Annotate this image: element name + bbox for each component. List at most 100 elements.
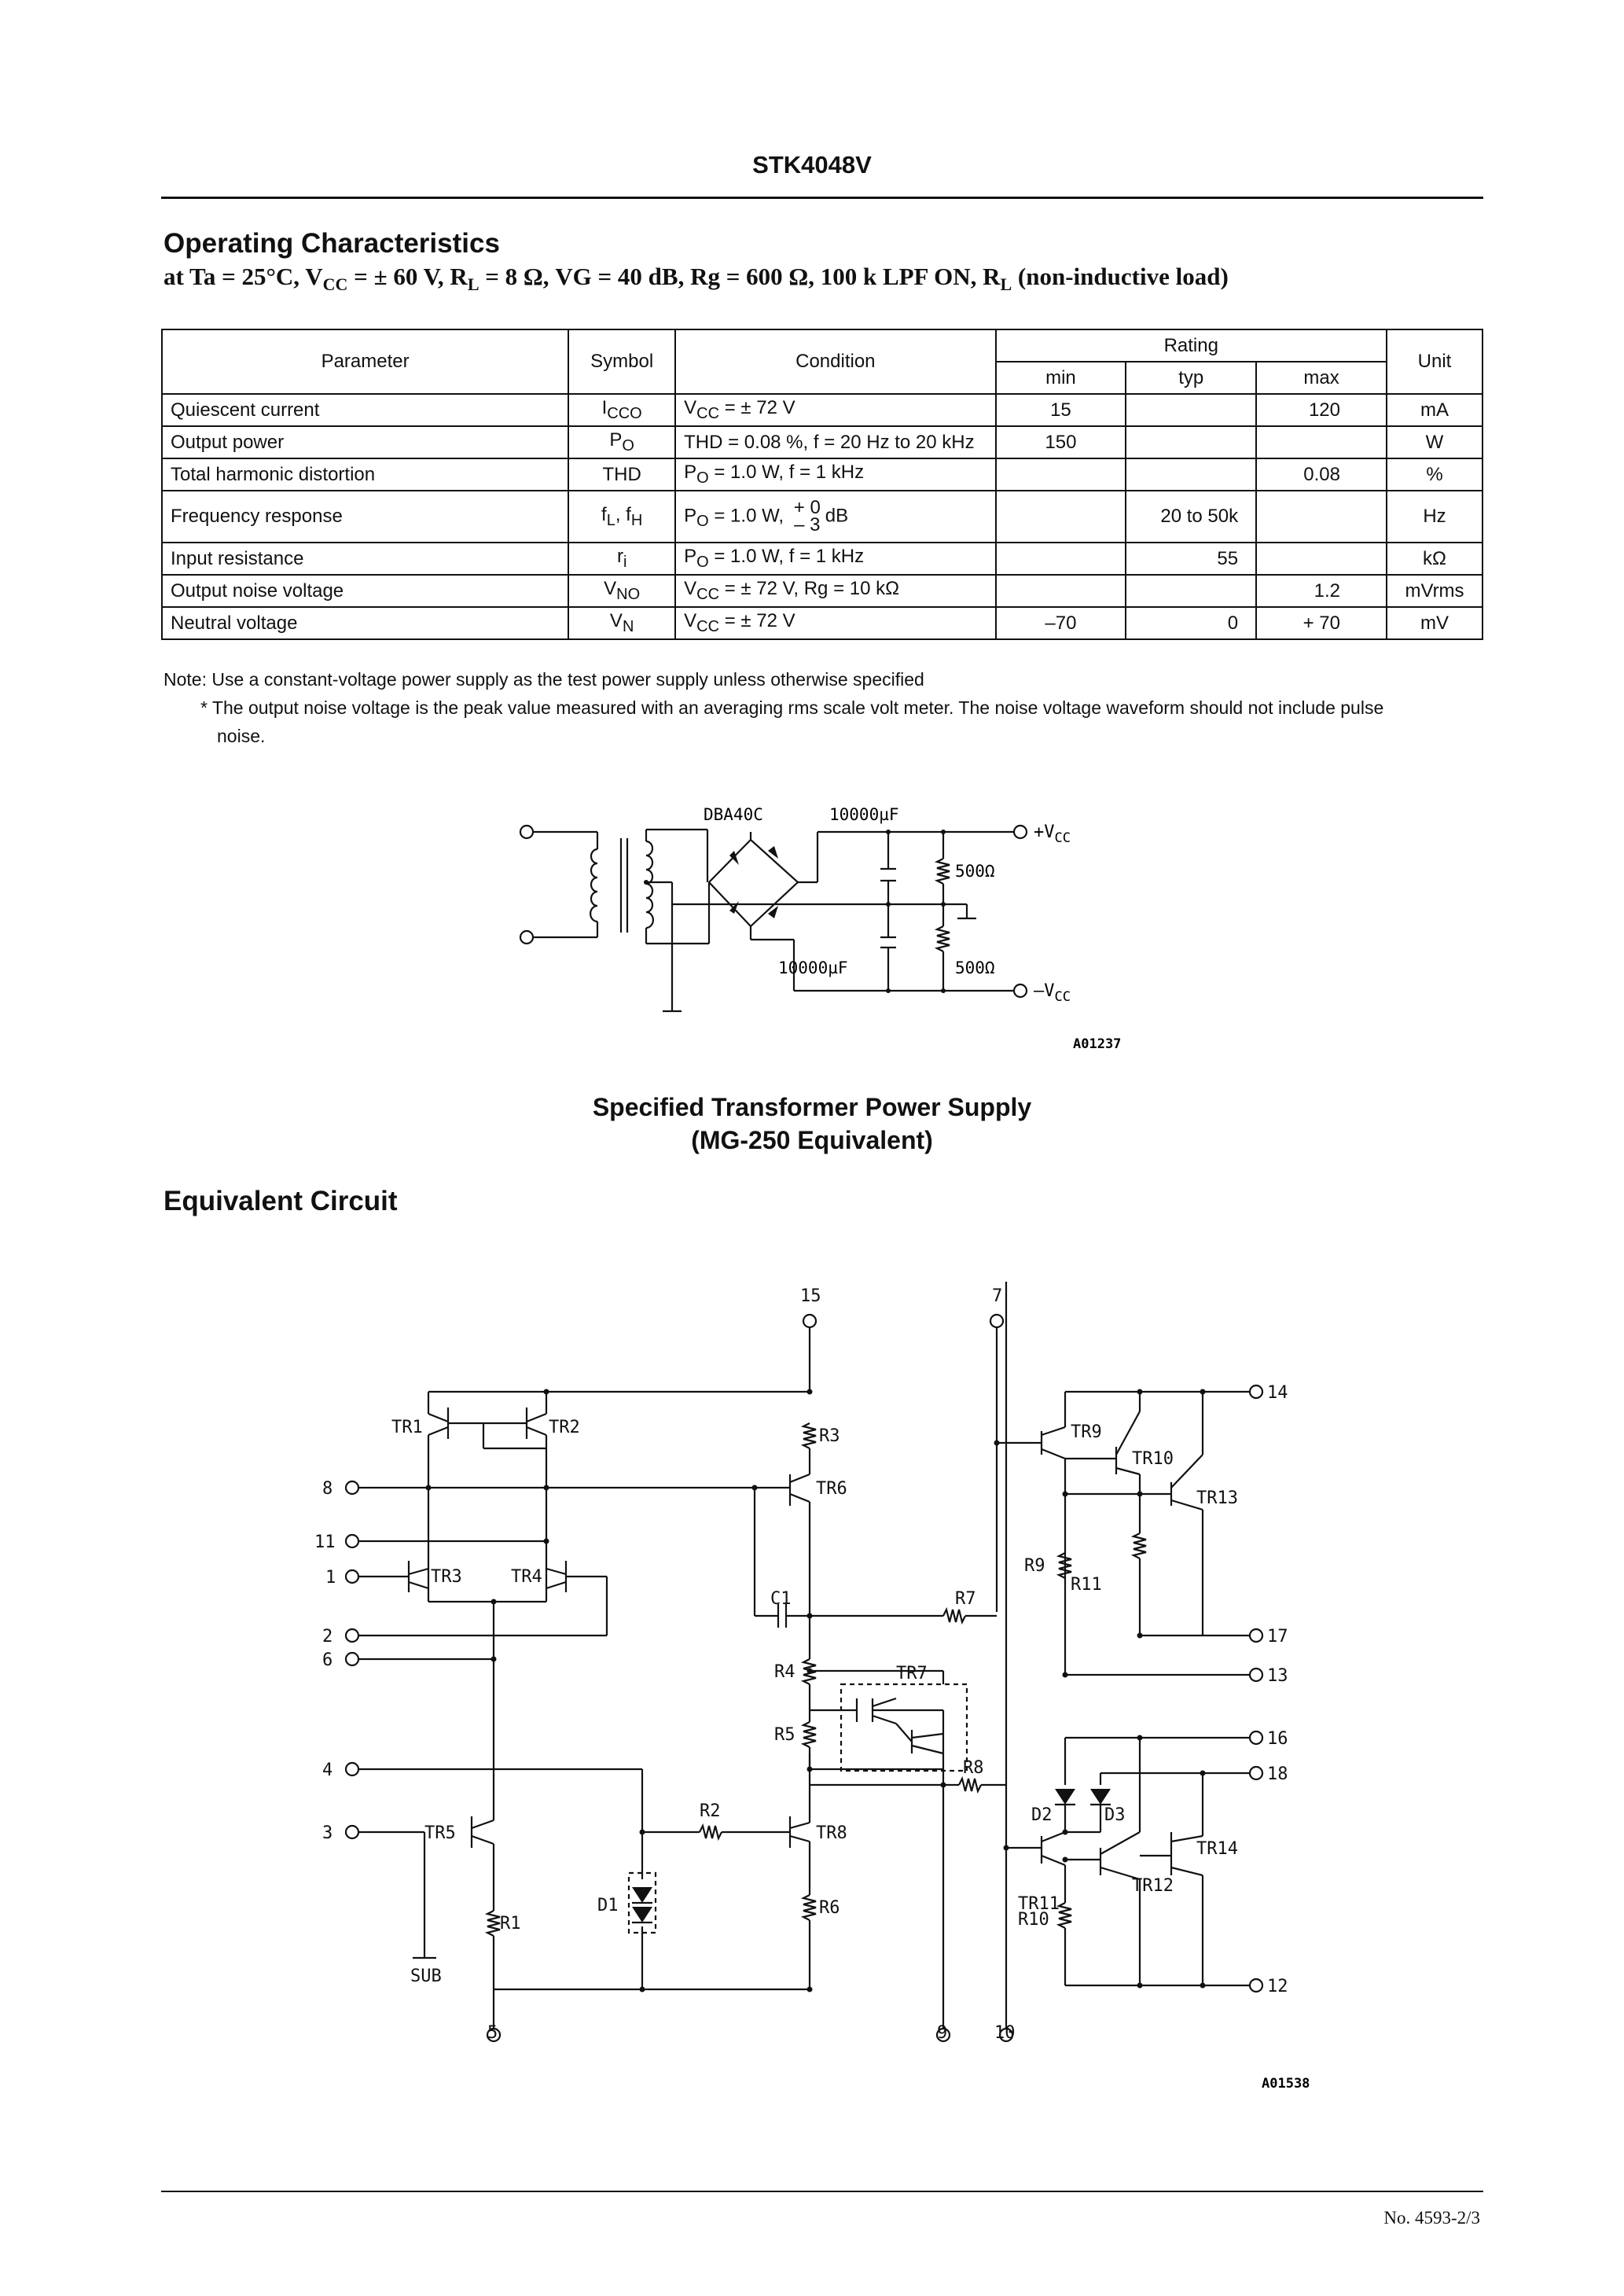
- label-tr3: TR3: [431, 1567, 462, 1587]
- pin-16: 16: [1267, 1729, 1288, 1749]
- pin-7: 7: [992, 1286, 1002, 1306]
- cell-unit: %: [1386, 458, 1483, 491]
- pin-11: 11: [314, 1533, 336, 1552]
- label-tr2: TR2: [549, 1418, 580, 1437]
- label-bridge: DBA40C: [704, 805, 763, 824]
- label-tr4: TR4: [511, 1567, 542, 1587]
- label-r5: R5: [774, 1725, 795, 1745]
- label-cap-top: 10000µF: [829, 805, 899, 824]
- power-supply-caption-2: (MG-250 Equivalent): [691, 1126, 933, 1154]
- pin-12: 12: [1267, 1977, 1288, 1996]
- table-row: Output noise voltage VNO VCC = ± 72 V, R…: [160, 574, 1483, 608]
- note-line-3: noise.: [217, 726, 266, 746]
- cell-max: [1255, 425, 1387, 459]
- cell-unit: mVrms: [1386, 574, 1483, 608]
- label-tr13: TR13: [1196, 1488, 1238, 1508]
- cell-parameter: Neutral voltage: [160, 606, 570, 640]
- cell-parameter: Frequency response: [160, 490, 570, 543]
- cell-unit: mV: [1386, 606, 1483, 640]
- label-tr14: TR14: [1196, 1839, 1238, 1859]
- label-tr10: TR10: [1132, 1449, 1174, 1469]
- power-supply-schematic: DBA40C 10000µF 500Ω 10000µF 500Ω +VCC –V…: [519, 805, 1121, 1052]
- cell-symbol: ICCO: [568, 393, 677, 427]
- label-res-bottom: 500Ω: [955, 959, 995, 977]
- label-d3: D3: [1104, 1805, 1126, 1825]
- cell-condition: VCC = ± 72 V, Rg = 10 kΩ: [674, 574, 997, 608]
- circuit-code: A01538: [1262, 2076, 1310, 2092]
- pin-10: 10: [994, 2023, 1016, 2043]
- col-symbol: Symbol: [568, 329, 677, 395]
- equivalent-circuit: 15 7 14 8 11 1 2 6 4 3 17 13 16 18 12 5 …: [314, 1282, 1310, 2092]
- label-r8: R8: [963, 1758, 984, 1778]
- label-res-top: 500Ω: [955, 862, 995, 881]
- label-r9: R9: [1024, 1556, 1045, 1576]
- operating-title: Operating Characteristics: [164, 228, 500, 259]
- col-unit: Unit: [1386, 329, 1483, 395]
- table-row: Neutral voltage VN VCC = ± 72 V –70 0 + …: [160, 606, 1483, 640]
- label-vcc-neg: –VCC: [1034, 981, 1071, 1005]
- schematic-code: A01237: [1073, 1036, 1121, 1052]
- table-subheader-row: min typ max: [162, 361, 1483, 395]
- cell-typ: [1125, 393, 1258, 427]
- cell-condition: THD = 0.08 %, f = 20 Hz to 20 kHz: [674, 425, 997, 459]
- cell-unit: kΩ: [1386, 542, 1483, 576]
- pin-4: 4: [322, 1761, 333, 1780]
- header-rule: [161, 197, 1483, 199]
- label-tr11: TR11: [1018, 1894, 1060, 1914]
- cell-max: 1.2: [1255, 574, 1387, 608]
- label-r3: R3: [819, 1426, 840, 1446]
- cell-max: [1255, 490, 1387, 543]
- cell-typ: 0: [1125, 606, 1258, 640]
- cell-max: 120: [1255, 393, 1387, 427]
- label-tr7: TR7: [896, 1664, 928, 1683]
- pin-8: 8: [322, 1479, 333, 1499]
- cell-symbol: VN: [568, 606, 677, 640]
- col-typ: typ: [1125, 361, 1258, 395]
- cell-typ: [1125, 425, 1258, 459]
- col-condition: Condition: [674, 329, 997, 395]
- cell-unit: mA: [1386, 393, 1483, 427]
- cell-parameter: Input resistance: [160, 542, 570, 576]
- cell-min: [994, 490, 1127, 543]
- cell-typ: [1125, 458, 1258, 491]
- pin-14: 14: [1267, 1383, 1288, 1403]
- cell-max: [1255, 542, 1387, 576]
- pin-6: 6: [322, 1650, 333, 1670]
- table-header-row: Parameter Symbol Condition Rating Unit: [160, 329, 1483, 395]
- label-r4: R4: [774, 1662, 795, 1682]
- note-line-1: Note: Use a constant-voltage power suppl…: [164, 669, 924, 690]
- col-max: max: [1255, 361, 1387, 395]
- cell-symbol: fL, fH: [568, 490, 677, 543]
- label-r11: R11: [1071, 1575, 1102, 1595]
- label-r1: R1: [500, 1914, 521, 1934]
- pin-5: 5: [487, 2023, 498, 2043]
- cell-parameter: Output power: [160, 425, 570, 459]
- cell-condition: VCC = ± 72 V: [674, 393, 997, 427]
- label-d2: D2: [1031, 1805, 1053, 1825]
- power-supply-caption-1: Specified Transformer Power Supply: [592, 1093, 1032, 1121]
- footer-rule: [161, 2191, 1483, 2192]
- equivalent-title: Equivalent Circuit: [164, 1186, 398, 1216]
- label-vcc-pos: +VCC: [1034, 822, 1071, 846]
- pin-2: 2: [322, 1627, 333, 1647]
- cell-unit: W: [1386, 425, 1483, 459]
- characteristics-table: Parameter Symbol Condition Rating Unit m…: [160, 329, 1483, 640]
- tolerance: + 0– 3: [793, 497, 821, 535]
- table-row: Quiescent current ICCO VCC = ± 72 V 15 1…: [160, 393, 1483, 427]
- cell-condition: VCC = ± 72 V: [674, 606, 997, 640]
- label-tr12: TR12: [1132, 1876, 1174, 1896]
- cell-condition: PO = 1.0 W, f = 1 kHz: [674, 458, 997, 491]
- cell-min: 15: [994, 393, 1127, 427]
- table-row: Total harmonic distortion THD PO = 1.0 W…: [160, 458, 1483, 491]
- cell-min: [994, 574, 1127, 608]
- pin-9: 9: [937, 2023, 947, 2043]
- label-tr5: TR5: [424, 1823, 456, 1843]
- note-line-2: * The output noise voltage is the peak v…: [200, 697, 1384, 718]
- pin-1: 1: [325, 1568, 336, 1588]
- label-d1: D1: [597, 1896, 619, 1915]
- cell-symbol: THD: [568, 458, 677, 491]
- cell-symbol: VNO: [568, 574, 677, 608]
- cell-symbol: PO: [568, 425, 677, 459]
- cell-unit: Hz: [1386, 490, 1483, 543]
